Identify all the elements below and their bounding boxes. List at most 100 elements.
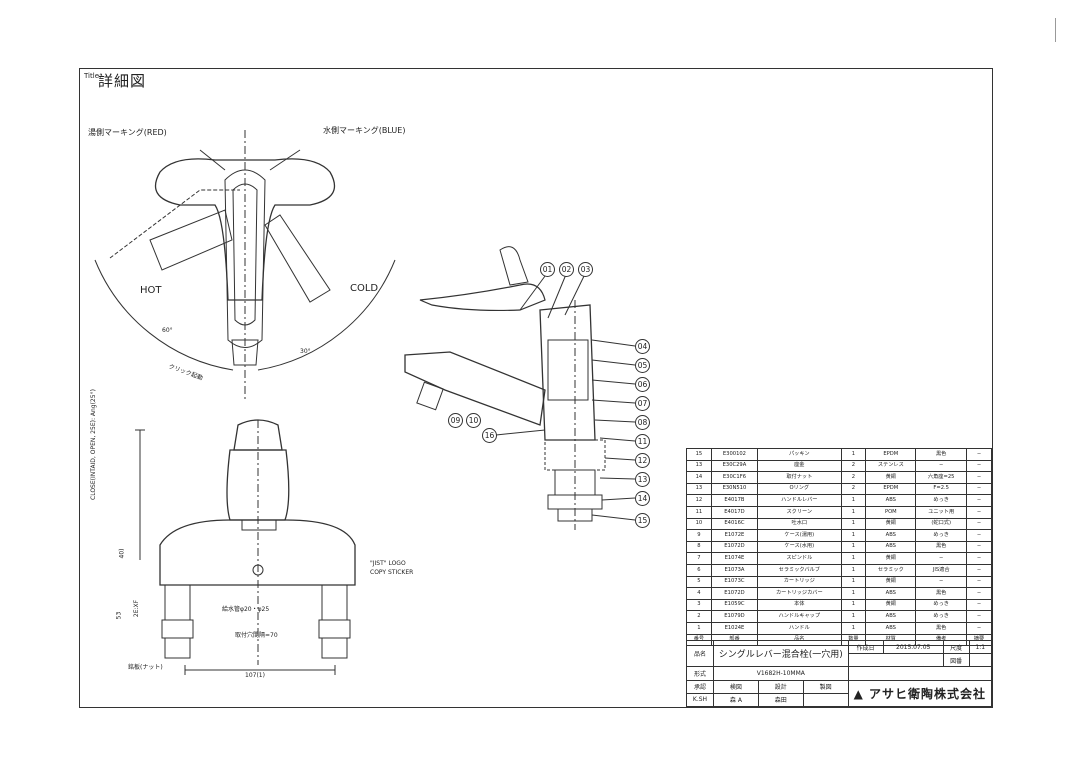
tb-approver: K.SH <box>686 692 714 708</box>
parts-cell-qty: 1 <box>840 575 867 589</box>
parts-cell-no: 15 <box>686 448 712 461</box>
tb-name-label: 品名 <box>686 639 714 668</box>
parts-cell-qty: 1 <box>840 448 867 461</box>
dim-40-label: 40) <box>118 548 126 559</box>
parts-cell-note: − <box>966 552 992 565</box>
parts-cell-qty: 1 <box>840 598 867 612</box>
parts-cell-name: 取付ナット <box>757 471 842 484</box>
parts-cell-code: E1074E <box>710 552 759 565</box>
parts-cell-note: − <box>966 517 992 531</box>
dim-53-label: 53 <box>115 611 123 620</box>
cold-label: COLD <box>350 283 379 294</box>
nut-note-label: 銘板(ナット) <box>128 664 163 671</box>
callout-04: 04 <box>635 339 650 354</box>
parts-cell-qty: 1 <box>840 610 867 623</box>
parts-cell-qty: 2 <box>840 482 867 496</box>
parts-cell-name: スクリーン <box>757 505 842 519</box>
parts-cell-note: − <box>966 621 992 635</box>
parts-cell-code: E4017D <box>710 505 759 519</box>
parts-cell-spec: (蛇口式) <box>915 517 968 531</box>
parts-cell-note: − <box>966 482 992 496</box>
parts-cell-name: 本体 <box>757 598 842 612</box>
tb-scale-label: 尺度 <box>942 639 970 655</box>
tb-blank-b <box>968 653 993 668</box>
cold-angle-label: 30° <box>300 348 311 355</box>
tb-model: V1682H-10MMA <box>713 666 849 681</box>
callout-08: 08 <box>635 415 650 430</box>
tb-approve-label: 承認 <box>686 679 714 694</box>
pitch-note-label: 取付穴間隔=70 <box>235 632 278 639</box>
callout-16: 16 <box>482 428 497 443</box>
front-view <box>135 419 356 675</box>
parts-cell-qty: 1 <box>840 621 867 635</box>
parts-cell-no: 10 <box>686 517 712 531</box>
parts-cell-note: − <box>966 540 992 554</box>
tb-sheet-label: 図番 <box>942 653 970 668</box>
parts-cell-qty: 1 <box>840 587 867 600</box>
tb-model-label: 形式 <box>686 666 714 681</box>
parts-cell-note: − <box>966 459 992 473</box>
parts-cell-code: E30C1F6 <box>710 471 759 484</box>
parts-cell-spec: − <box>915 575 968 589</box>
parts-cell-mat: POM <box>865 505 917 519</box>
vertical-dimension-label: CLOSE(INTAID, OPEN, 25E): Ang(25°) <box>90 389 97 500</box>
parts-cell-spec: F=2.5 <box>915 482 968 496</box>
parts-cell-code: E1072D <box>710 540 759 554</box>
callout-13: 13 <box>635 472 650 487</box>
parts-cell-note: − <box>966 471 992 484</box>
tb-date-label: 作成日 <box>847 639 884 655</box>
parts-cell-no: 12 <box>686 494 712 507</box>
dim-m-label: 2E:XF <box>133 599 141 618</box>
parts-cell-note: − <box>966 610 992 623</box>
parts-cell-spec: めっき <box>915 529 968 542</box>
parts-cell-mat: ABS <box>865 529 917 542</box>
parts-cell-spec: 黒色 <box>915 587 968 600</box>
parts-cell-code: E300102 <box>710 448 759 461</box>
company-name: アサヒ衛陶株式会社 <box>869 686 987 701</box>
tb-blank-a <box>847 653 944 668</box>
cold-marking-label: 水側マーキング(BLUE) <box>323 126 406 135</box>
parts-cell-no: 2 <box>686 610 712 623</box>
parts-cell-name: 座金 <box>757 459 842 473</box>
parts-cell-code: E1072D <box>710 587 759 600</box>
hot-angle-label: 60° <box>162 327 173 334</box>
parts-cell-mat: ABS <box>865 621 917 635</box>
top-view <box>94 130 396 400</box>
hot-label: HOT <box>140 285 162 296</box>
sticker-label-2: COPY STICKER <box>370 569 414 576</box>
callout-07: 07 <box>635 396 650 411</box>
parts-cell-no: 4 <box>686 587 712 600</box>
parts-cell-spec: − <box>915 459 968 473</box>
drawing-frame <box>79 68 993 708</box>
parts-cell-mat: EPDM <box>865 448 917 461</box>
title-block: 品名 シングルレバー混合栓(一穴用) 作成日 2015.07.05 尺度 1:1… <box>686 639 993 708</box>
tb-checker: 森 A <box>713 692 759 708</box>
parts-cell-spec: めっき <box>915 610 968 623</box>
parts-cell-code: E30N510 <box>710 482 759 496</box>
parts-cell-code: E1073C <box>710 575 759 589</box>
parts-cell-code: E30C29A <box>710 459 759 473</box>
callout-09: 09 <box>448 413 463 428</box>
parts-cell-no: 6 <box>686 563 712 577</box>
parts-cell-code: E1079D <box>710 610 759 623</box>
parts-cell-qty: 2 <box>840 471 867 484</box>
scan-edge-mark <box>1055 18 1056 42</box>
parts-cell-mat: ABS <box>865 540 917 554</box>
parts-cell-spec: JIS適合 <box>915 563 968 577</box>
parts-cell-no: 5 <box>686 575 712 589</box>
parts-cell-mat: 黄銅 <box>865 471 917 484</box>
parts-cell-name: カートリッジ <box>757 575 842 589</box>
callout-06: 06 <box>635 377 650 392</box>
drawing-title: 詳細図 <box>98 72 147 90</box>
parts-cell-spec: めっき <box>915 494 968 507</box>
parts-cell-note: − <box>966 505 992 519</box>
parts-cell-note: − <box>966 575 992 589</box>
